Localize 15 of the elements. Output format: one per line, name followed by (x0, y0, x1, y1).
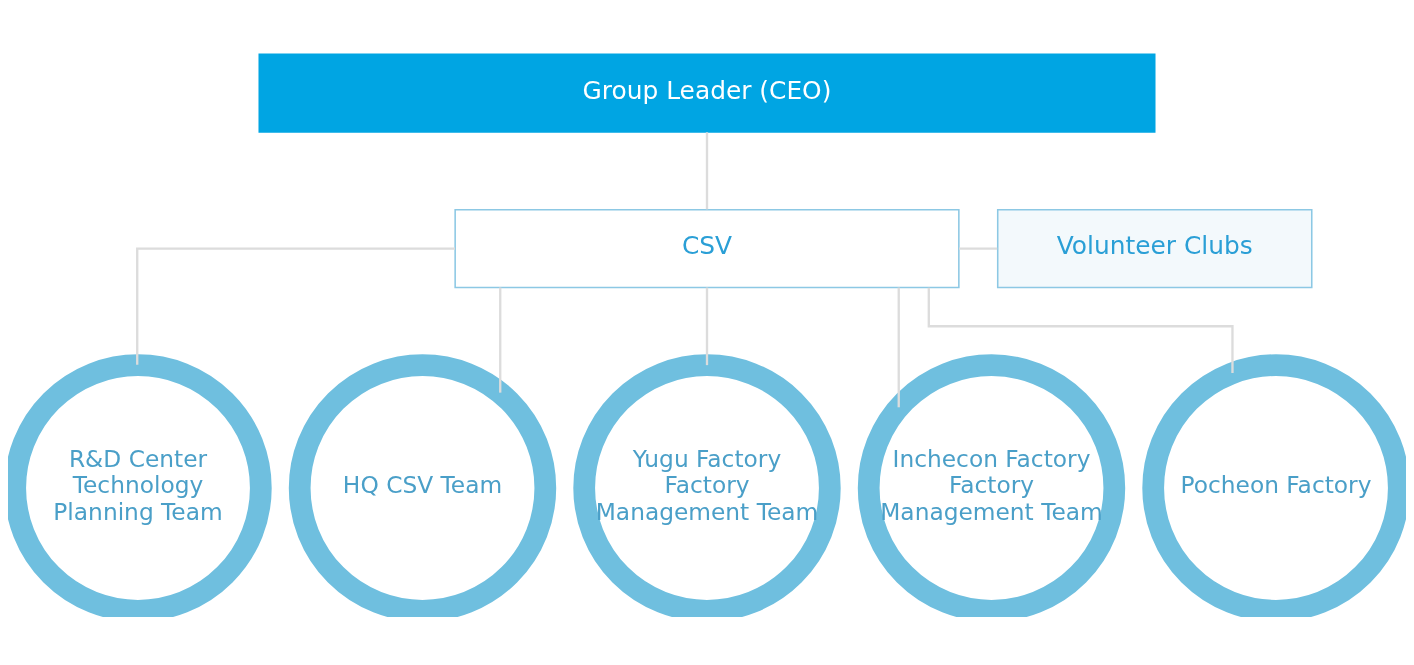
connector (927, 287, 1234, 374)
node-circle: Yugu Factory Factory Management Team (573, 354, 841, 617)
node-circle: Inchecon Factory Factory Management Team (857, 354, 1126, 617)
connector (705, 132, 709, 210)
node-box: Group Leader (CEO) (258, 53, 1156, 133)
connector (959, 247, 998, 250)
connector (499, 287, 502, 393)
connector (897, 287, 900, 408)
node-circle: R&D Center Technology Planning Team (8, 354, 272, 617)
node-box: CSV (454, 208, 960, 289)
connector (705, 287, 709, 366)
node-circle: HQ CSV Team (288, 354, 557, 617)
node-circle: Pocheon Factory (1142, 354, 1406, 617)
connector (136, 247, 455, 365)
node-box: Volunteer Clubs (996, 208, 1313, 289)
